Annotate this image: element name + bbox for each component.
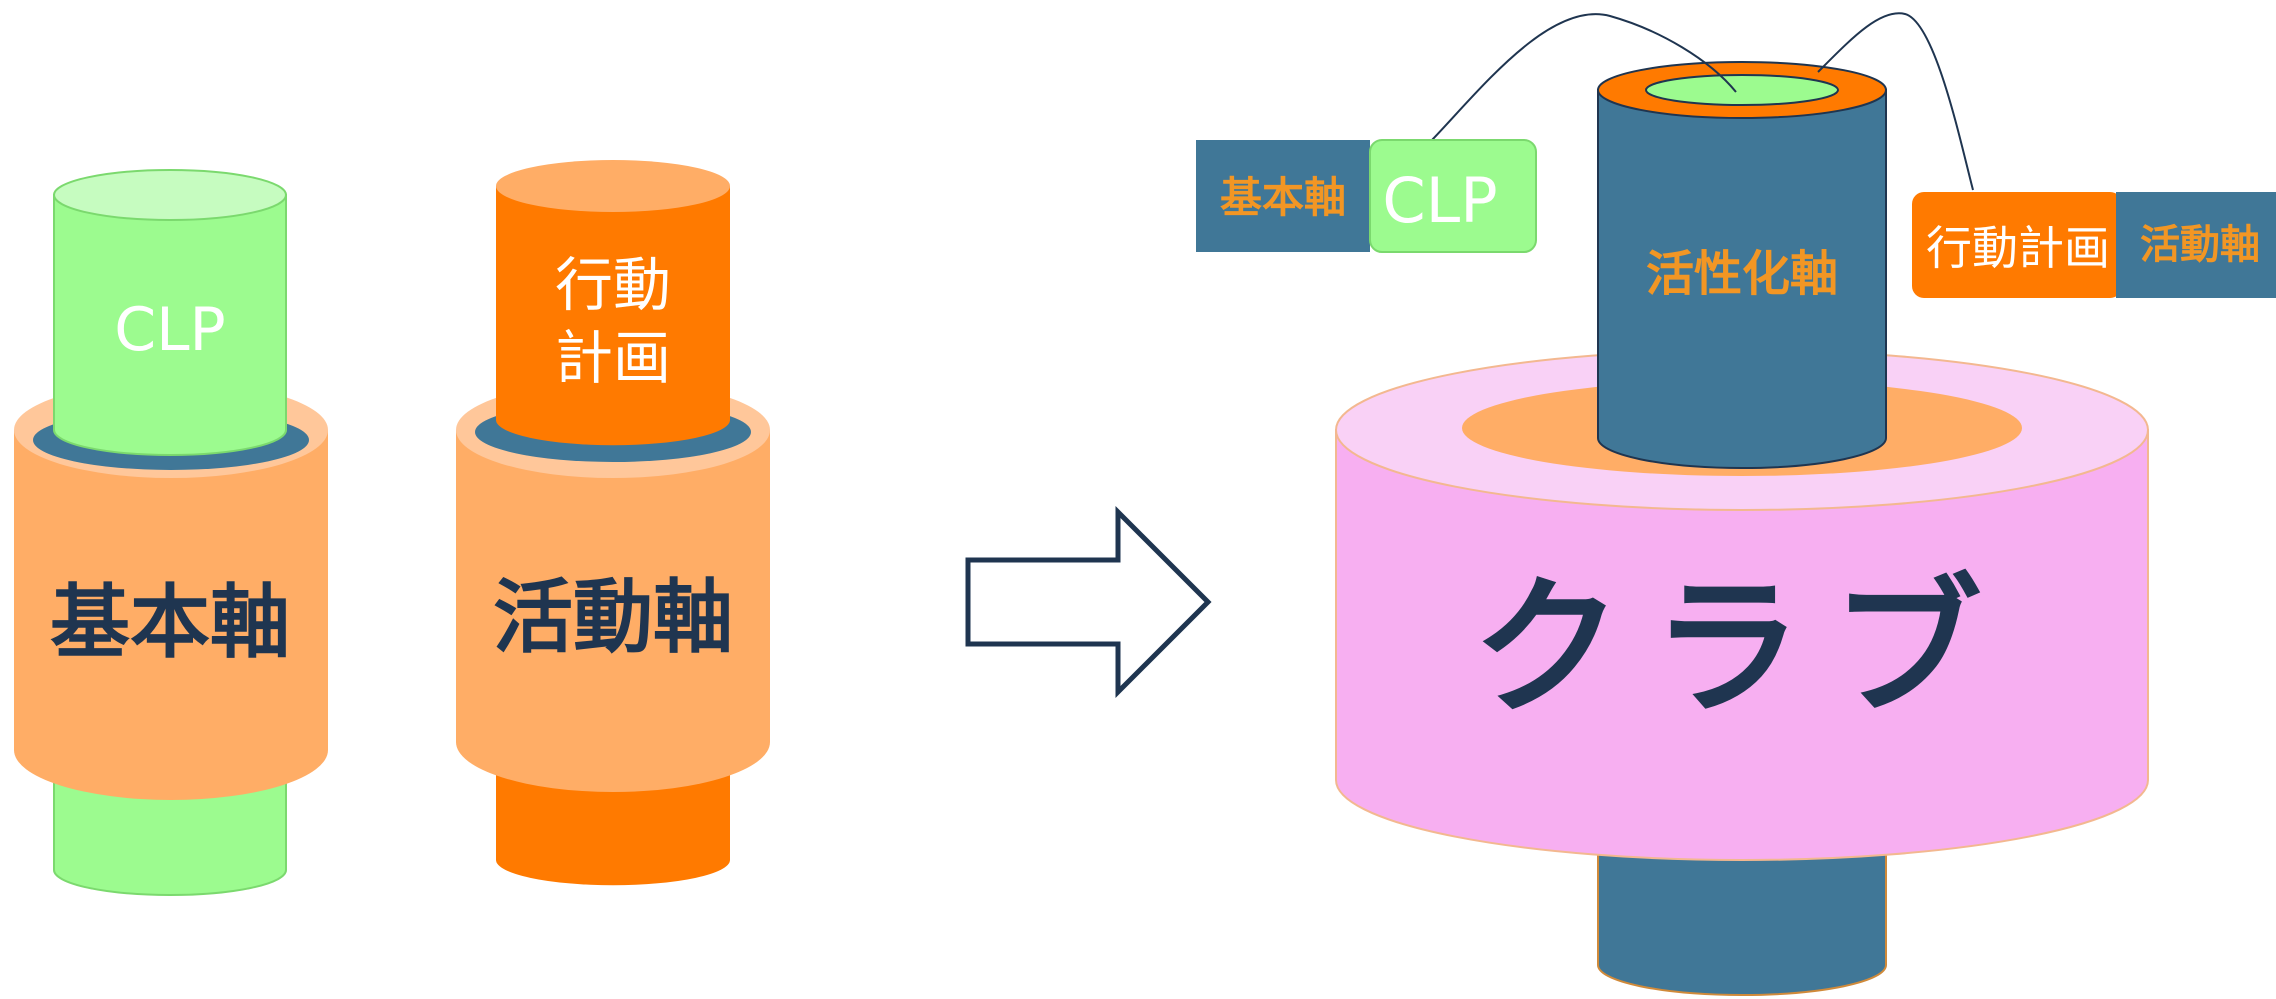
core-top <box>53 169 287 221</box>
tag-left-part2-label: CLP <box>1382 164 1497 237</box>
club-base-body <box>1335 429 2149 861</box>
tag-right-part1-bg <box>1912 192 2122 298</box>
core-label-clp: CLP <box>114 295 226 365</box>
tag-kihonjiku-clp: 基本軸 CLP <box>1196 139 1537 253</box>
sleeve-label-katsudojiku: 活動軸 <box>493 571 733 664</box>
core-label-kodo: 行動 <box>555 251 671 319</box>
sleeve-body <box>14 430 328 800</box>
core-label-keikaku: 計画 <box>555 324 671 392</box>
center-core-bottom-stub <box>1597 829 1887 996</box>
center-core-top-inner <box>1645 74 1839 106</box>
core-bottom-stub <box>496 770 730 886</box>
club-structure: 活性化軸 クラブ 基本軸 CLP 行動計画 活動軸 <box>1196 12 2276 996</box>
tag-left-part1-bg <box>1196 140 1370 252</box>
tag-right-part2-bg <box>2116 192 2276 298</box>
cylinder-katsudojiku: 行動 計画 活動軸 <box>456 160 770 886</box>
center-core-label: 活性化軸 <box>1646 246 1838 302</box>
core-bottom-stub <box>53 769 287 896</box>
connector-line-left <box>1431 13 1737 141</box>
core-body <box>53 194 287 456</box>
club-label: クラブ <box>1472 562 2012 736</box>
cylinder-kihonjiku: CLP 基本軸 <box>14 169 328 896</box>
sleeve-body <box>456 430 770 792</box>
tag-right-part2-label: 活動軸 <box>2140 222 2260 268</box>
core-top <box>496 160 730 212</box>
tag-right-part1-label: 行動計画 <box>1926 221 2110 275</box>
right-arrow-icon <box>965 505 1212 699</box>
tag-left-part2-bg <box>1369 139 1537 253</box>
core-body <box>496 186 730 446</box>
center-core-body <box>1597 89 1887 469</box>
sleeve-label-kihonjiku: 基本軸 <box>50 576 290 669</box>
tag-kodokeikaku-katsudojiku: 行動計画 活動軸 <box>1912 192 2276 298</box>
connector-line-right <box>1817 12 1974 191</box>
tag-left-part1-label: 基本軸 <box>1220 173 1346 222</box>
